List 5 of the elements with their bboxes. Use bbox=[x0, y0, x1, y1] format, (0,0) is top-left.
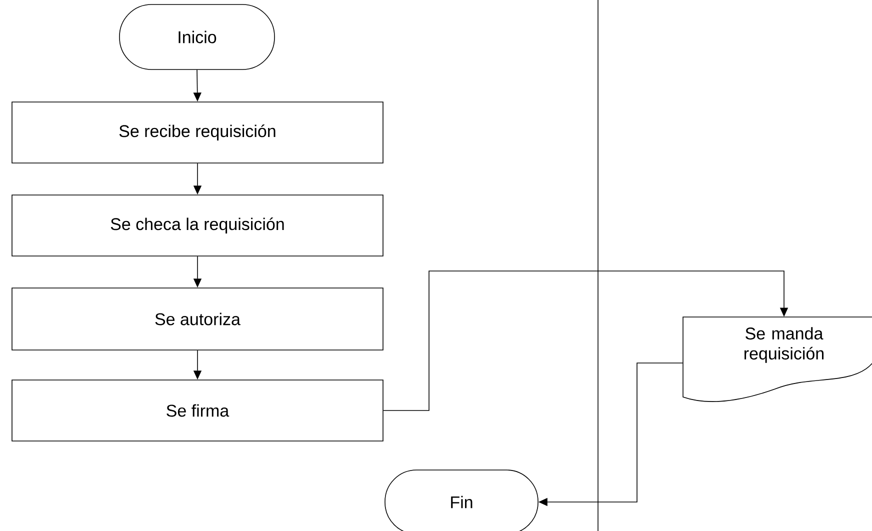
arrow bbox=[383, 270, 788, 411]
process-box: Se autoriza bbox=[12, 288, 384, 350]
process-box: Se firma bbox=[12, 380, 384, 442]
process-box: Se checa la requisición bbox=[12, 194, 384, 256]
process-box: Se recibe requisición bbox=[12, 102, 384, 164]
